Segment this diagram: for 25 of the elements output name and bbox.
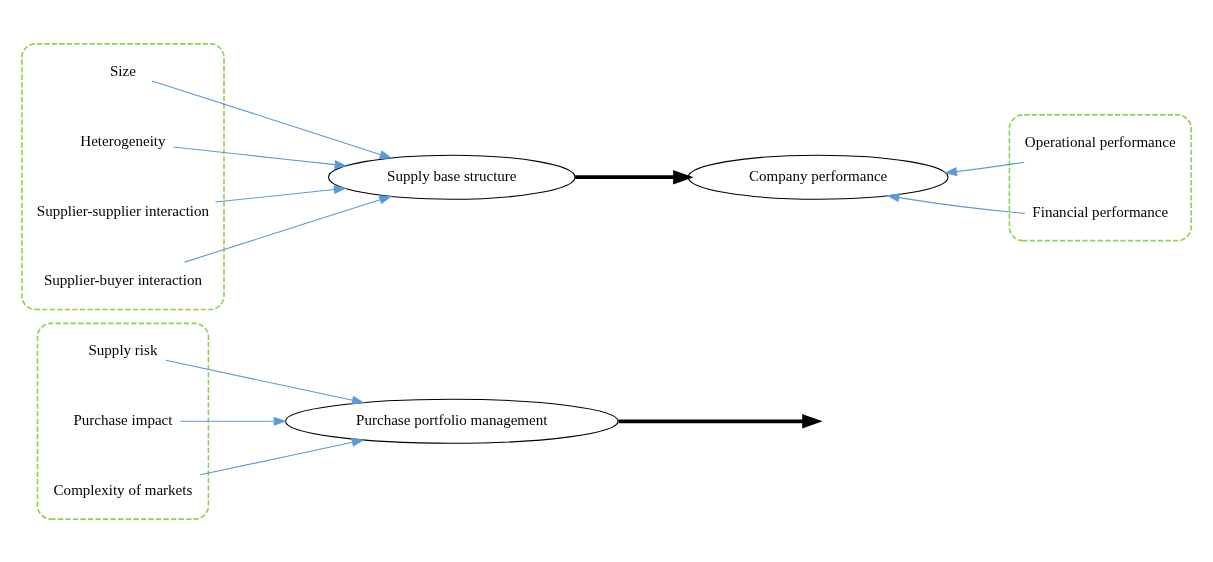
node-ellipse: Purchase portfolio management [284,398,619,444]
arrow [199,437,365,475]
arrow [180,416,287,426]
node-text: Financial performance [1032,203,1169,220]
arrow [575,169,694,184]
node-text: Operational performance [1024,133,1176,150]
arrow [165,359,365,405]
arrow [886,192,1026,214]
arrow [944,161,1025,176]
node-text: Supplier-supplier interaction [36,202,210,219]
cluster [1008,113,1192,241]
arrow [184,195,393,263]
node-ellipse: Supply base structure [328,154,576,200]
arrow [172,146,348,169]
arrow [214,184,347,203]
node-text: Complexity of markets [53,481,193,498]
arrow [151,79,393,159]
node-text: Supply risk [88,341,158,358]
node-text: Size [110,62,136,79]
cluster [36,322,210,520]
node-text: Supplier-buyer interaction [43,271,202,288]
cluster [21,42,225,310]
node-text: Purchase impact [73,411,173,428]
node-text: Heterogeneity [80,132,166,149]
arrow [618,413,823,428]
